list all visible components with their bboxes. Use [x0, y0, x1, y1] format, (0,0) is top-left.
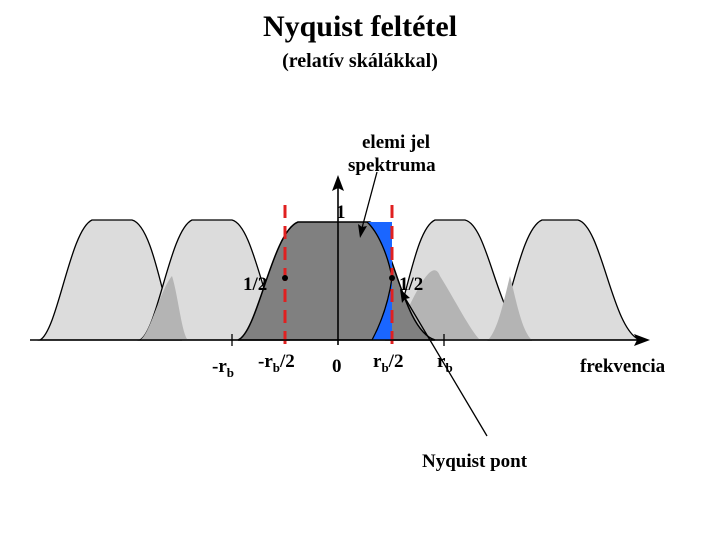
- frekvencia-label: frekvencia: [580, 356, 666, 377]
- tick-label-neg-half-rb: -rb/2: [258, 351, 295, 375]
- overlap-left-outer: [140, 276, 188, 340]
- slide-title: Nyquist feltétel: [262, 10, 458, 43]
- nyquist-pont-pointer-arrow: [400, 289, 410, 303]
- elemi-jel-pointer-line: [361, 171, 378, 229]
- elemi-jel-label-line2: spektruma: [348, 155, 436, 176]
- amplitude-one-label: 1: [336, 202, 346, 223]
- amplitude-axis-arrow: [332, 175, 344, 191]
- tick-label-neg-rb: -rb: [212, 356, 234, 380]
- half-label-right: 1/2: [399, 274, 423, 295]
- slide-subtitle: (relatív skálákkal): [282, 50, 438, 72]
- nyquist-pont-label: Nyquist pont: [422, 451, 528, 472]
- elemi-jel-label-line1: elemi jel: [362, 132, 430, 153]
- overlap-right-outer: [488, 276, 532, 340]
- nyquist-pont-pointer-line: [404, 297, 488, 437]
- tick-label-pos-rb: rb: [437, 351, 453, 375]
- nyquist-highlight: [367, 222, 392, 340]
- half-point-left: [282, 275, 288, 281]
- half-point-right: [389, 275, 395, 281]
- half-label-left: 1/2: [243, 274, 267, 295]
- elemi-jel-pointer-arrow: [358, 224, 367, 238]
- tick-label-zero: 0: [332, 356, 342, 377]
- tick-label-half-rb: rb/2: [373, 351, 403, 375]
- frequency-axis-arrow: [634, 334, 650, 346]
